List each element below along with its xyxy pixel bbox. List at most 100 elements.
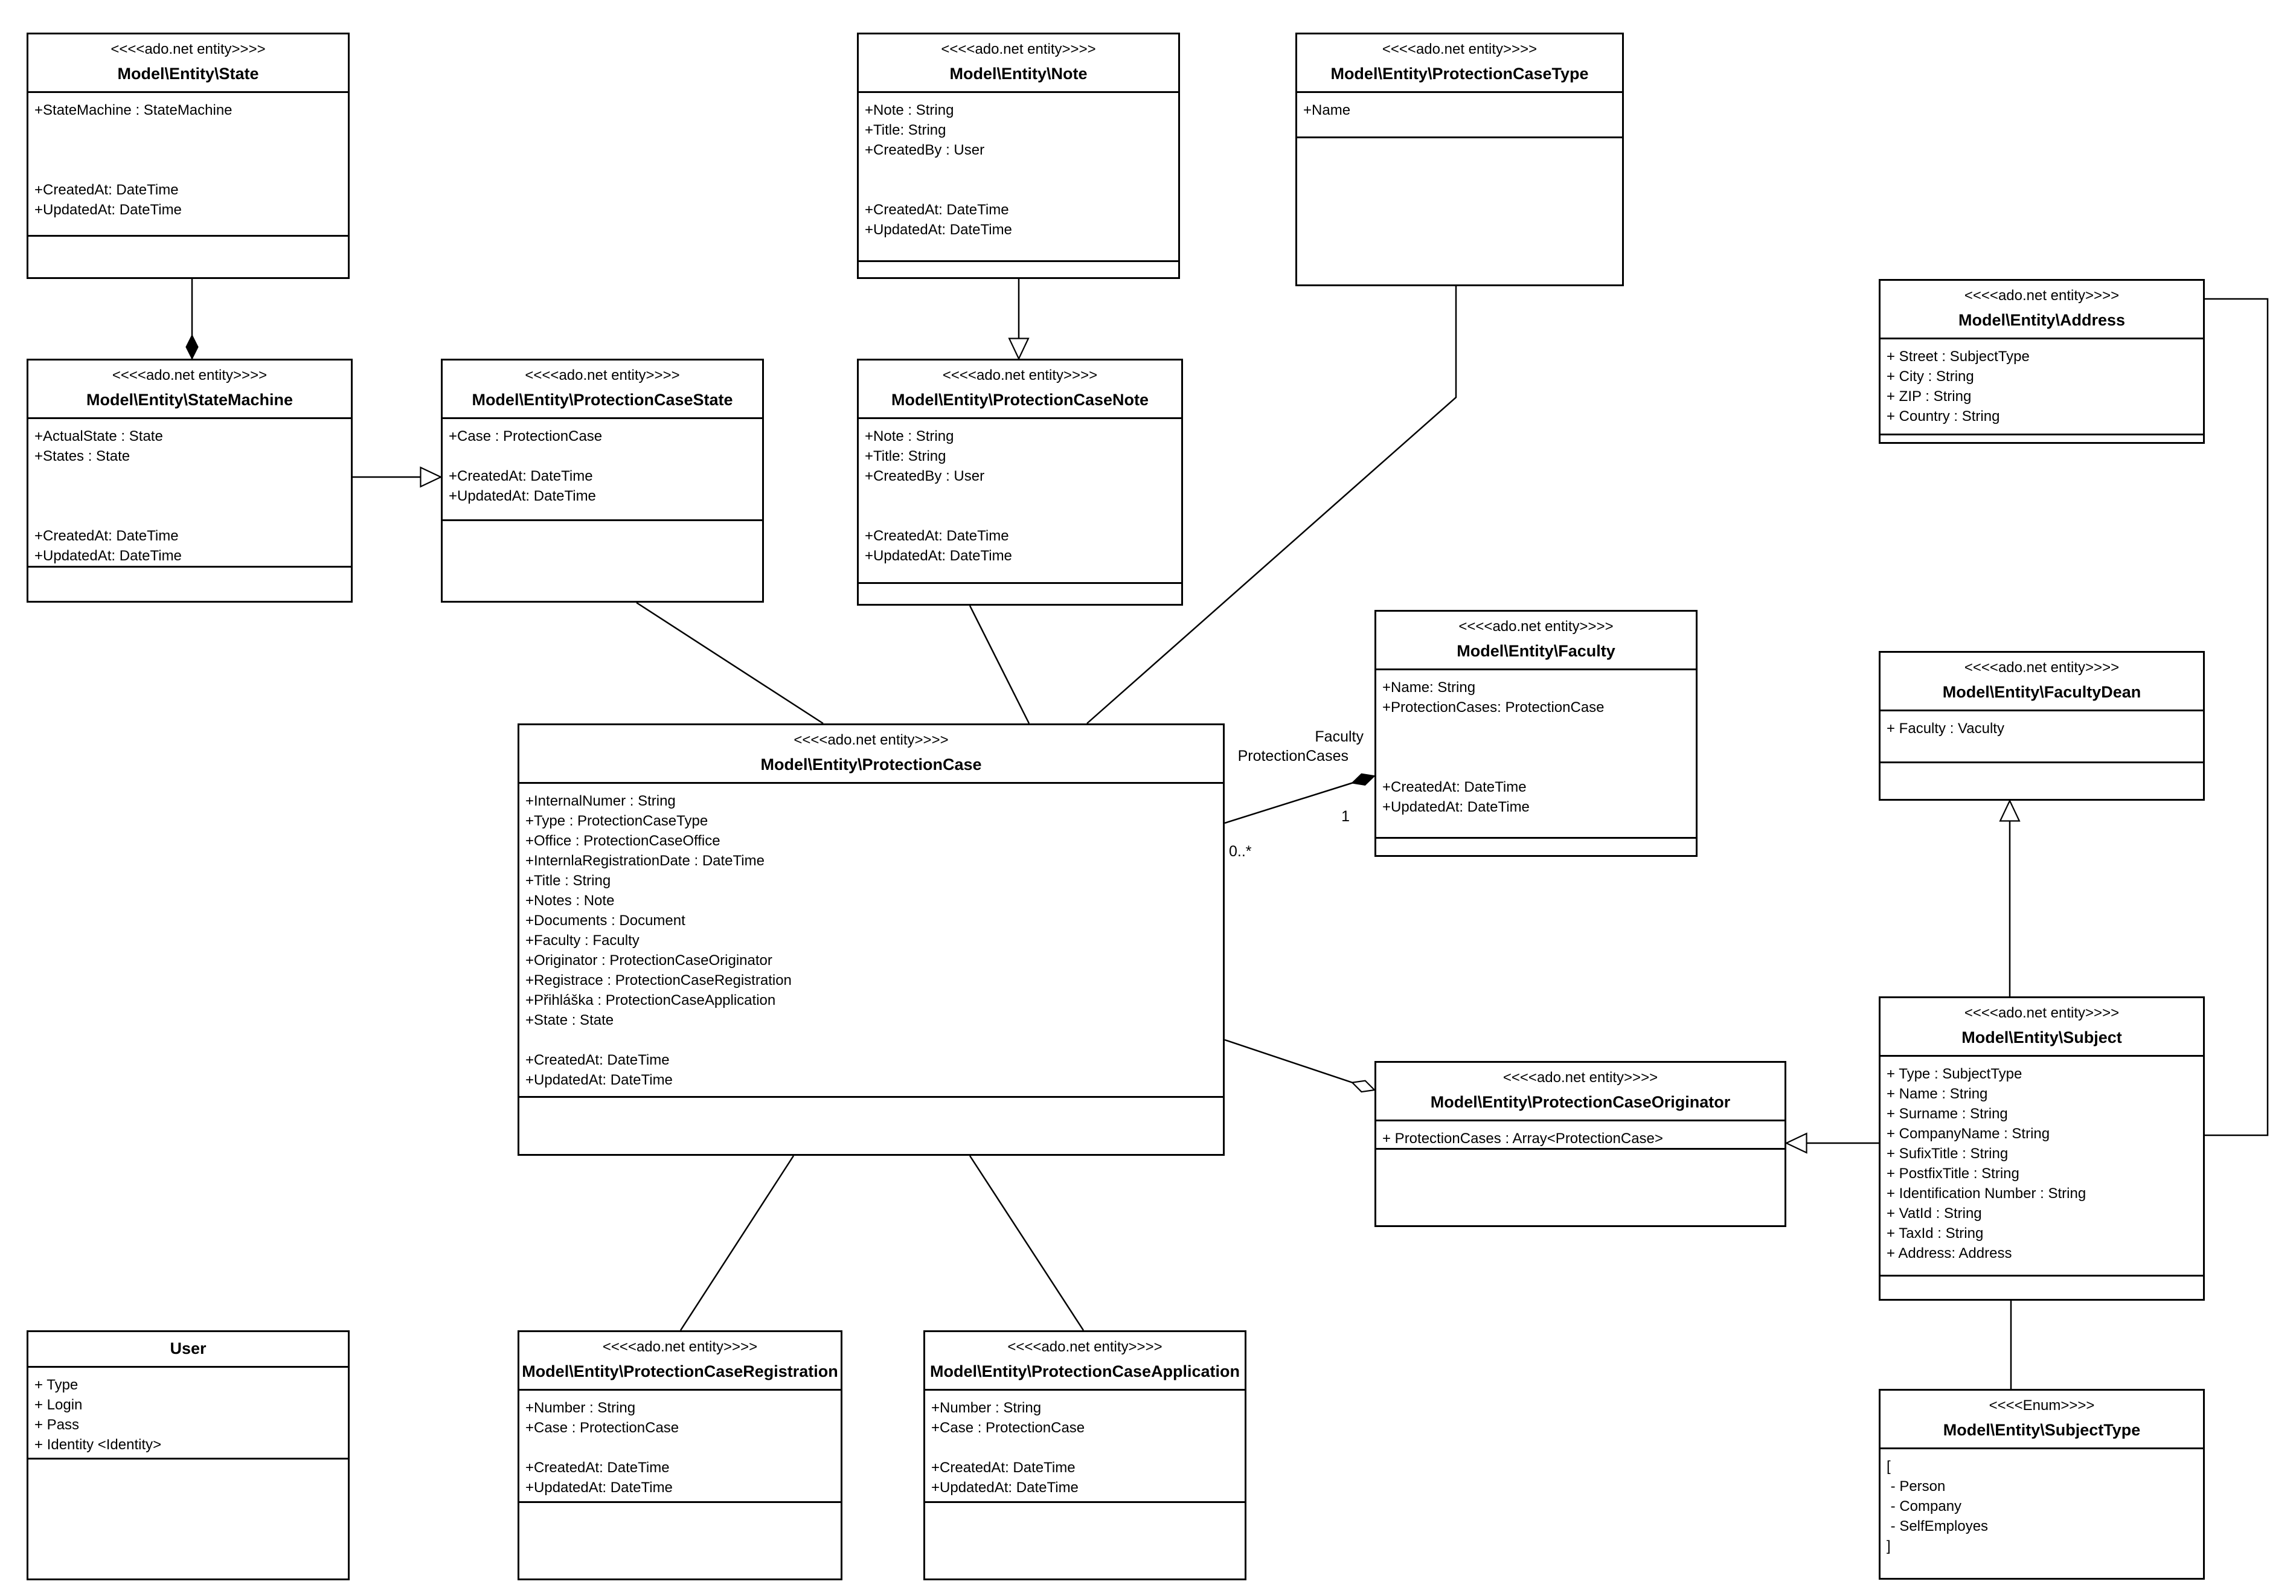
methods-compartment [519,1501,841,1578]
stereotype-label: <<<<ado.net entity>>>> [1382,41,1538,57]
methods-compartment [28,1458,348,1578]
attribute-line [865,486,1176,506]
attributes-compartment: +Name [1297,93,1622,136]
stereotype-label: <<<<ado.net entity>>>> [941,41,1096,57]
attribute-line [865,506,1176,526]
class-title: <<<<ado.net entity>>>> Model\Entity\State… [28,361,351,419]
class-title: <<<<ado.net entity>>>>Model\Entity\Addre… [1881,281,2203,339]
attribute-line [1382,717,1691,737]
attribute-line: +Name [1303,102,1351,118]
class-address[interactable]: <<<<ado.net entity>>>>Model\Entity\Addre… [1879,279,2205,444]
class-title: <<<<ado.net entity>>>>Model\Entity\Prote… [519,725,1223,784]
stereotype-label: <<<<ado.net entity>>>> [111,41,266,57]
class-protectioncaseoriginator[interactable]: <<<<ado.net entity>>>>Model\Entity\Prote… [1374,1061,1786,1227]
class-title: User [28,1332,348,1368]
class-statemachine[interactable]: <<<<ado.net entity>>>> Model\Entity\State… [27,359,353,603]
methods-compartment [925,1501,1245,1578]
attributes-compartment: +Note : String+Title: String+CreatedBy :… [859,419,1181,582]
class-subjecttype[interactable]: <<<<Enum>>>>Model\Entity\SubjectType[ - … [1879,1389,2205,1580]
attributes-compartment: + ProtectionCases : Array<ProtectionCase… [1376,1121,1785,1148]
attribute-line: +Originator : ProtectionCaseOriginator [525,952,772,969]
methods-compartment [1376,1148,1785,1225]
attribute-line: + Type : SubjectType [1887,1066,2022,1082]
class-protectioncasenote[interactable]: <<<<ado.net entity>>>>Model\Entity\Prote… [857,359,1183,606]
class-name: Model\Entity\ProtectionCaseApplication [929,1362,1240,1380]
association-protectioncasetype-protectioncase[interactable] [1086,286,1457,724]
attribute-line: +UpdatedAt: DateTime [34,548,182,564]
attribute-line: +Office : ProtectionCaseOffice [525,833,720,849]
association-protectioncase-registration[interactable] [679,1155,795,1331]
attribute-line: +CreatedBy : User [865,142,985,158]
attribute-line: +Case : ProtectionCase [931,1420,1085,1436]
association-protectioncase-application[interactable] [969,1155,1085,1331]
association-protectioncasestate-protectioncase[interactable] [636,601,824,725]
attribute-line: + Address: Address [1887,1245,2012,1261]
attribute-line [34,506,346,526]
class-name: Model\Entity\Faculty [1457,642,1615,660]
attribute-line: +CreatedAt: DateTime [1382,779,1527,795]
class-name: Model\Entity\StateMachine [86,391,293,409]
methods-compartment [1881,434,2203,442]
class-facultydean[interactable]: <<<<ado.net entity>>>>Model\Entity\Facul… [1879,651,2205,801]
class-note[interactable]: <<<<ado.net entity>>>>Model\Entity\Note+… [857,33,1180,279]
attribute-line: + Identity <Identity> [34,1437,162,1453]
aggregation-protectioncase-originator[interactable] [1224,1039,1376,1093]
methods-compartment [859,582,1181,604]
attribute-line: +UpdatedAt: DateTime [1382,799,1530,815]
stereotype-label: <<<<ado.net entity>>>> [525,367,680,383]
class-protectioncasestate[interactable]: <<<<ado.net entity>>>>Model\Entity\Prote… [441,359,764,603]
class-name: Model\Entity\ProtectionCaseRegistration [522,1362,838,1380]
association-protectioncasenote-protectioncase[interactable] [969,605,1030,724]
attribute-line: +Note : String [865,102,954,118]
attributes-compartment: +InternalNumer : String+Type : Protectio… [519,784,1223,1096]
class-protectioncasetype[interactable]: <<<<ado.net entity>>>>Model\Entity\Prote… [1295,33,1624,286]
class-protectioncase[interactable]: <<<<ado.net entity>>>>Model\Entity\Prote… [518,723,1225,1156]
class-protectioncaseregistration[interactable]: <<<<ado.net entity>>>> Model\Entity\Prote… [518,1330,842,1580]
attribute-line: - SelfEmployes [1887,1518,1989,1534]
class-state[interactable]: <<<<ado.net entity>>>>Model\Entity\State… [27,33,350,279]
attribute-line [449,446,757,466]
attributes-compartment: +Name: String+ProtectionCases: Protectio… [1376,670,1696,837]
class-title: <<<<ado.net entity>>>>Model\Entity\Facul… [1376,612,1696,670]
class-name: Model\Entity\FacultyDean [1942,683,2141,701]
class-title: <<<<ado.net entity>>>>Model\Entity\Prote… [859,361,1181,419]
attributes-compartment: + Faculty : Vaculty [1881,711,2203,761]
attribute-line: + TaxId : String [1887,1225,1984,1242]
attribute-line: ] [1887,1538,1891,1554]
attribute-line: +Title: String [865,122,946,138]
class-title: <<<<ado.net entity>>>>Model\Entity\Subje… [1881,998,2203,1057]
attribute-line: +Title: String [865,448,946,464]
stereotype-label: <<<<ado.net entity>>>> [112,367,268,383]
class-name: Model\Entity\Subject [1961,1028,2122,1046]
attribute-line: +Number : String [525,1400,636,1416]
attribute-line: +CreatedAt: DateTime [34,528,179,544]
class-user[interactable]: User+ Type+ Login+ Pass+ Identity <Ident… [27,1330,350,1580]
attribute-line [34,486,346,506]
methods-compartment [1881,761,2203,799]
class-title: <<<<ado.net entity>>>>Model\Entity\Prote… [925,1332,1245,1391]
role-label-protectioncases: ProtectionCases [1237,748,1348,764]
attributes-compartment: + Type : SubjectType+ Name : String+ Sur… [1881,1057,2203,1275]
stereotype-label: <<<<ado.net entity>>>> [602,1339,758,1355]
attribute-line: +UpdatedAt: DateTime [525,1072,673,1088]
stereotype-label: <<<<ado.net entity>>>> [794,732,949,748]
attribute-line: +Type : ProtectionCaseType [525,813,708,829]
attribute-line: + Identification Number : String [1887,1185,2086,1202]
attribute-line: +ActualState : State [34,428,163,444]
attribute-line [525,1030,1218,1050]
attribute-line: +Registrace : ProtectionCaseRegistration [525,972,792,989]
attribute-line: + Type [34,1377,79,1393]
attribute-line: +Number : String [931,1400,1042,1416]
attribute-line: +ProtectionCases: ProtectionCase [1382,699,1605,716]
methods-compartment [28,235,348,277]
class-subject[interactable]: <<<<ado.net entity>>>>Model\Entity\Subje… [1879,996,2205,1301]
association-address-subject[interactable] [2205,298,2269,1136]
attribute-line: +CreatedAt: DateTime [865,528,1009,544]
class-faculty[interactable]: <<<<ado.net entity>>>>Model\Entity\Facul… [1374,610,1698,857]
attribute-line [1382,757,1691,777]
class-protectioncaseapplication[interactable]: <<<<ado.net entity>>>>Model\Entity\Prote… [923,1330,1246,1580]
attributes-compartment: + Street : SubjectType+ City : String+ Z… [1881,339,2203,434]
composition-protectioncase-faculty[interactable] [1224,773,1376,824]
